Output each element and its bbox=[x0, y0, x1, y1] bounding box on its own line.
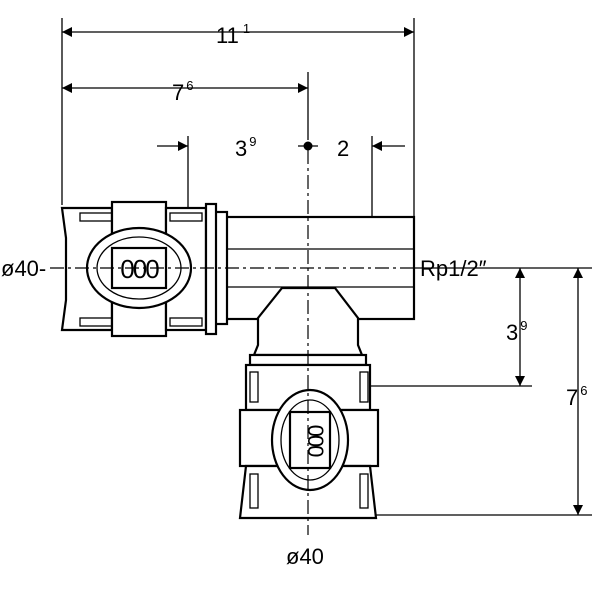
dim-thread-offset: 2 bbox=[337, 136, 349, 161]
label-bottom-connection: ø40 bbox=[286, 544, 324, 569]
bottom-marking: 000 bbox=[303, 425, 328, 457]
label-right-connection: Rp1/2″ bbox=[420, 256, 487, 281]
dimension-lines bbox=[62, 27, 583, 515]
centerlines bbox=[50, 150, 414, 535]
left-press-connector: 000 bbox=[60, 200, 218, 338]
label-left-connection: ø40- bbox=[1, 256, 46, 281]
bottom-press-connector: 000 bbox=[238, 363, 380, 520]
left-marking: 000 bbox=[120, 254, 159, 284]
tee-fitting: 000 000 bbox=[60, 200, 416, 520]
extension-lines bbox=[61, 18, 592, 516]
